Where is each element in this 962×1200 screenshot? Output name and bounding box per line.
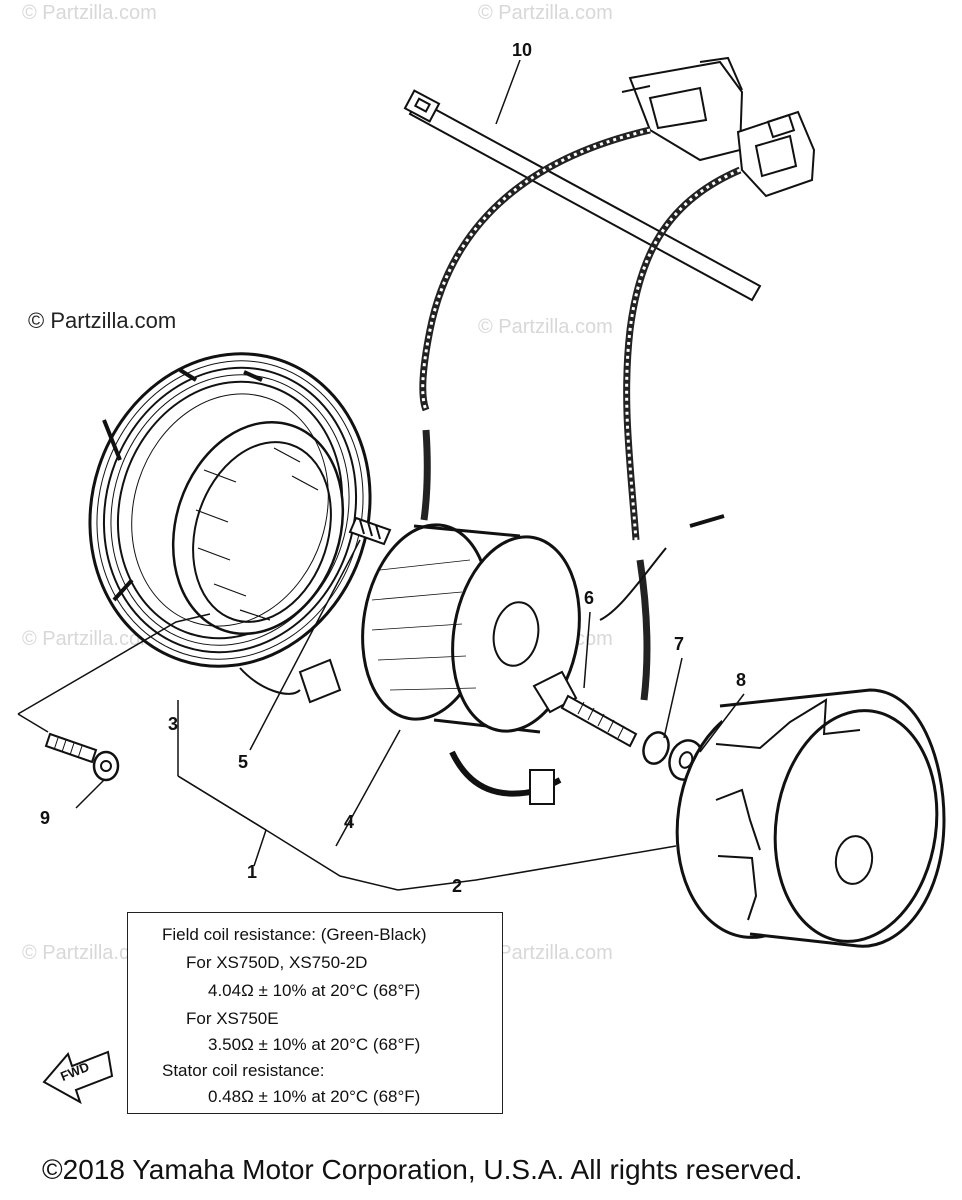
note-value-e: 3.50Ω ± 10% at 20°C (68°F): [208, 1035, 421, 1054]
callout-4: 4: [344, 812, 355, 832]
callout-1: 1: [247, 862, 258, 882]
note-model-d: For XS750D, XS750-2D: [186, 953, 368, 972]
leader-lines: [17, 59, 745, 891]
watermark: © Partzilla.com: [22, 942, 157, 964]
connector-right: [736, 110, 816, 198]
note-stator-heading: Stator coil resistance:: [162, 1061, 325, 1080]
fwd-label: FWD: [58, 1059, 92, 1084]
rotor: [675, 688, 946, 948]
fwd-indicator: FWD: [38, 1048, 112, 1098]
stator-coil: [88, 352, 372, 668]
note-value-d: 4.04Ω ± 10% at 20°C (68°F): [208, 981, 421, 1000]
cable-tie: [403, 89, 762, 302]
field-coil: [361, 514, 725, 805]
watermark: © Partzilla.com: [478, 2, 613, 24]
note-field-coil-heading: Field coil resistance: (Green-Black): [162, 925, 427, 944]
fwd-arrow-icon: [42, 1050, 114, 1105]
callout-7: 7: [674, 634, 685, 654]
watermark-main: © Partzilla.com: [28, 308, 177, 333]
lock-washer: [642, 731, 670, 765]
rotor-bolt: [532, 670, 638, 748]
terminal-bolt: [348, 516, 392, 546]
stator-screw: [44, 732, 120, 782]
watermark: © Partzilla.com: [478, 942, 613, 964]
terminal-block: [239, 658, 342, 704]
connector-left: [621, 56, 744, 162]
callout-8: 8: [736, 670, 747, 690]
note-model-e: For XS750E: [186, 1009, 279, 1028]
watermark: © Partzilla.com: [478, 316, 613, 338]
callout-6: 6: [584, 588, 595, 608]
note-stator-value: 0.48Ω ± 10% at 20°C (68°F): [208, 1087, 421, 1106]
callout-2: 2: [452, 876, 463, 896]
resistance-note: Field coil resistance: (Green-Black) For…: [127, 912, 503, 1114]
callout-3: 3: [168, 714, 179, 734]
watermark: © Partzilla.com: [22, 2, 157, 24]
copyright-footer: ©2018 Yamaha Motor Corporation, U.S.A. A…: [42, 1154, 803, 1185]
watermark: © Partzilla.com: [22, 628, 157, 650]
callout-5: 5: [238, 752, 249, 772]
callout-9: 9: [40, 808, 51, 828]
callout-10: 10: [512, 40, 533, 60]
